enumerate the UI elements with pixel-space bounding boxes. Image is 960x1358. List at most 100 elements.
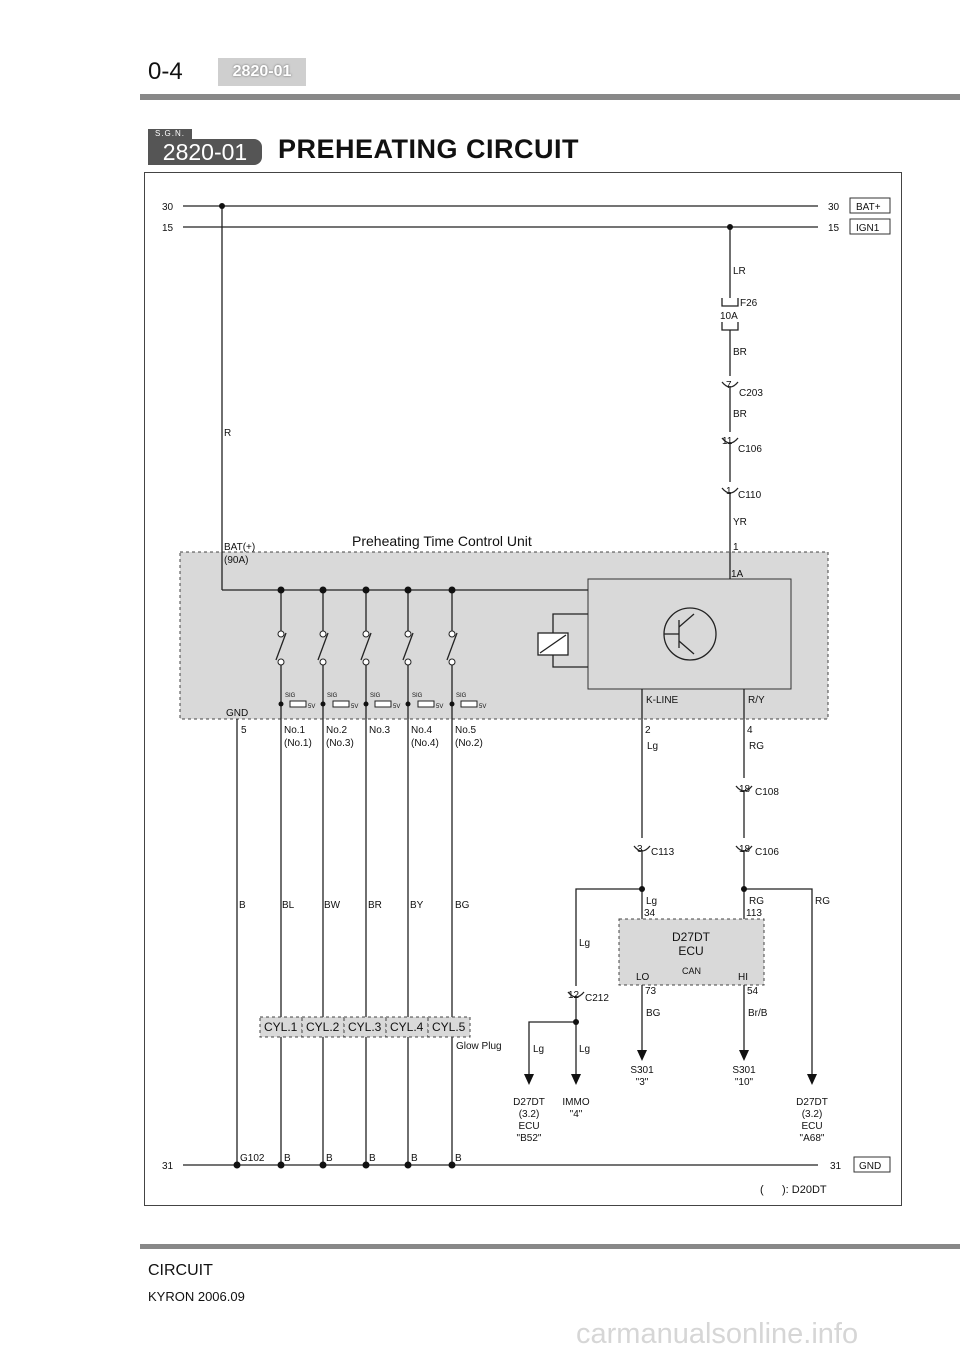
page-title: PREHEATING CIRCUIT <box>278 134 580 164</box>
target-s301b-2: "10" <box>735 1077 754 1088</box>
d20dt-note: ( ): D20DT <box>760 1184 827 1196</box>
c113-pin: 3 <box>637 844 643 855</box>
bus-30-tag: BAT+ <box>856 202 881 213</box>
wire-lg-34: Lg <box>646 896 657 907</box>
cyl-1: CYL.1 <box>264 1020 298 1034</box>
pin-34: 34 <box>644 908 656 919</box>
pin-1a: 1A <box>731 569 744 580</box>
section-tab: 2820-01 <box>218 58 306 86</box>
ecu-name: D27DT <box>672 930 711 944</box>
c212-label: C212 <box>585 993 609 1004</box>
footer-title: CIRCUIT <box>148 1262 213 1279</box>
cyl-5: CYL.5 <box>432 1020 466 1034</box>
pin-no4-alt: (No.4) <box>411 738 439 749</box>
glow-plug-label: Glow Plug <box>456 1041 502 1052</box>
sig-label-2: SIG <box>327 693 338 699</box>
bat-rating: (90A) <box>224 555 248 566</box>
c106-pin: 11 <box>722 436 733 447</box>
wire-lr: LR <box>733 266 746 277</box>
pin-no5: No.5 <box>455 725 477 736</box>
target-a68-4: "A68" <box>800 1133 825 1144</box>
pin-no1-alt: (No.1) <box>284 738 312 749</box>
ground-b-4: B <box>411 1153 418 1164</box>
footer-model: KYRON 2006.09 <box>148 1289 245 1304</box>
wire-rg-113: RG <box>749 896 764 907</box>
ground-b-3: B <box>369 1153 376 1164</box>
bus-15-right: 15 <box>828 223 840 234</box>
wire-by: BY <box>410 900 424 911</box>
c113-label: C113 <box>651 847 675 858</box>
c108-label: C108 <box>755 787 779 798</box>
wire-lg-b52: Lg <box>533 1044 544 1055</box>
target-a68-2: (3.2) <box>802 1109 823 1120</box>
v5-label-3: 5V <box>393 704 400 710</box>
footer-rule <box>140 1244 960 1249</box>
c212-pin: 12 <box>568 990 580 1001</box>
ground-b-2: B <box>326 1153 333 1164</box>
bus-31-left: 31 <box>162 1161 174 1172</box>
pin-1: 1 <box>733 542 739 553</box>
wire-br-2: BR <box>733 409 747 420</box>
pin-73: 73 <box>645 986 657 997</box>
c108-pin: 18 <box>739 784 751 795</box>
ecu-lo: LO <box>636 972 650 983</box>
pin-no2: No.2 <box>326 725 348 736</box>
header-rule <box>140 94 960 100</box>
wire-yr: YR <box>733 517 747 528</box>
bat-label: BAT(+) <box>224 542 255 553</box>
v5-label-2: 5V <box>351 704 358 710</box>
wire-br: BR <box>368 900 382 911</box>
sgn-badge: S.G.N. <box>148 129 192 139</box>
target-a68-3: ECU <box>801 1121 822 1132</box>
v5-label-4: 5V <box>436 704 443 710</box>
cyl-2: CYL.2 <box>306 1020 340 1034</box>
cyl-4: CYL.4 <box>390 1020 424 1034</box>
pin-no3: No.3 <box>369 725 391 736</box>
ground-g102: G102 <box>240 1153 265 1164</box>
watermark: carmanualsonline.info <box>576 1318 859 1350</box>
wire-r: R <box>224 428 231 439</box>
pin-no4: No.4 <box>411 725 433 736</box>
target-b52-4: "B52" <box>517 1133 542 1144</box>
wire-lg-immo: Lg <box>579 1044 590 1055</box>
ecu-hi: HI <box>738 972 748 983</box>
pin-no1: No.1 <box>284 725 306 736</box>
sig-label-5: SIG <box>456 693 467 699</box>
sig-label-4: SIG <box>412 693 423 699</box>
sig-label-1: SIG <box>285 693 296 699</box>
c106b-pin: 18 <box>739 844 751 855</box>
target-s301a-1: S301 <box>630 1065 654 1076</box>
ground-b-1: B <box>284 1153 291 1164</box>
k-line-label: K-LINE <box>646 695 679 706</box>
target-immo-1: IMMO <box>562 1097 589 1108</box>
wire-b: B <box>239 900 246 911</box>
pin-4: 4 <box>747 725 753 736</box>
wire-brb-hi: Br/B <box>748 1008 768 1019</box>
page-number: 0-4 <box>148 58 183 85</box>
ry-label: R/Y <box>748 695 765 706</box>
wire-lg-side: Lg <box>579 938 590 949</box>
diagram-frame <box>144 172 902 1206</box>
target-a68-1: D27DT <box>796 1097 828 1108</box>
cyl-3: CYL.3 <box>348 1020 382 1034</box>
bus-15-left: 15 <box>162 223 174 234</box>
bus-31-right: 31 <box>830 1161 842 1172</box>
bus-15-tag: IGN1 <box>856 223 880 234</box>
pin-2: 2 <box>645 725 651 736</box>
wire-bl: BL <box>282 900 295 911</box>
bus-30-left: 30 <box>162 202 174 213</box>
c106b-label: C106 <box>755 847 779 858</box>
c203-label: C203 <box>739 388 763 399</box>
gnd-label: GND <box>226 708 248 719</box>
pin-113: 113 <box>746 908 762 919</box>
c110-label: C110 <box>738 490 762 501</box>
ecu-label: ECU <box>678 944 703 958</box>
target-s301b-1: S301 <box>732 1065 756 1076</box>
section-code-badge: 2820-01 <box>148 139 262 165</box>
wire-lg-top: Lg <box>647 741 658 752</box>
wire-br-1: BR <box>733 347 747 358</box>
v5-label-5: 5V <box>479 704 486 710</box>
pin-54: 54 <box>747 986 759 997</box>
target-b52-2: (3.2) <box>519 1109 540 1120</box>
